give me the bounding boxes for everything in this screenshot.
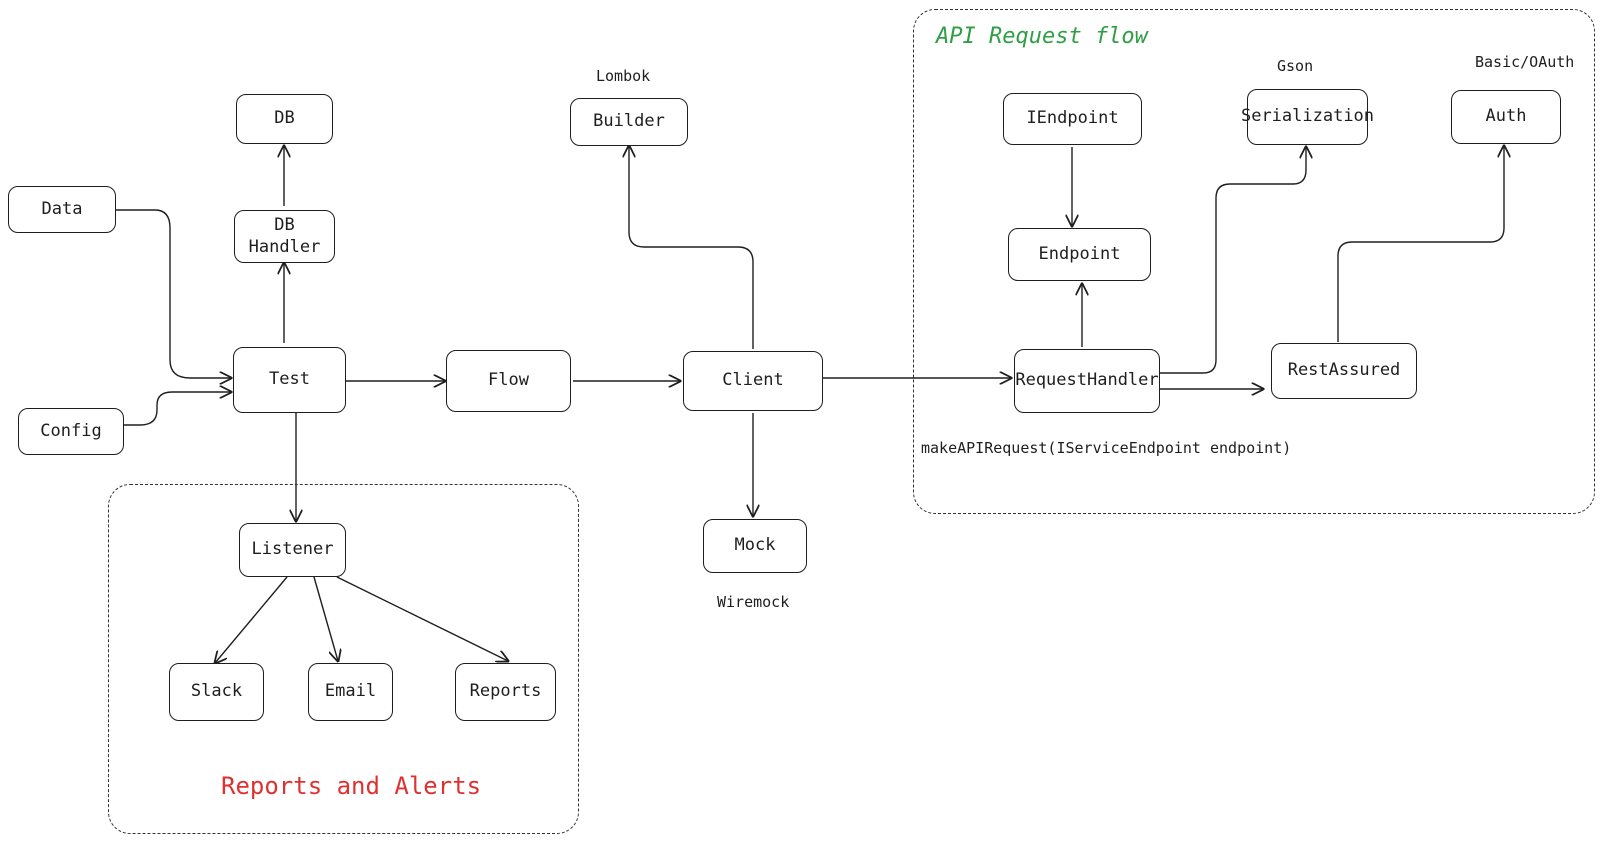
node-reports[interactable]: Reports <box>455 663 556 721</box>
node-client[interactable]: Client <box>683 351 823 411</box>
arrow-data-to-test <box>116 209 231 378</box>
reports-and-alerts-group <box>108 484 579 834</box>
node-slack[interactable]: Slack <box>169 663 264 721</box>
node-mock[interactable]: Mock <box>703 519 807 573</box>
annotation-make-api-request: makeAPIRequest(IServiceEndpoint endpoint… <box>921 439 1292 457</box>
node-serialization[interactable]: Serialization <box>1241 89 1374 145</box>
arrow-config-to-test <box>124 392 231 426</box>
node-test[interactable]: Test <box>233 347 346 413</box>
node-builder[interactable]: Builder <box>570 98 688 146</box>
annotation-wiremock: Wiremock <box>717 593 790 611</box>
node-restassured[interactable]: RestAssured <box>1271 343 1417 399</box>
node-flow[interactable]: Flow <box>446 350 571 412</box>
node-listener[interactable]: Listener <box>239 523 346 577</box>
node-auth[interactable]: Auth <box>1451 90 1561 144</box>
api-request-flow-group <box>913 9 1595 514</box>
node-config[interactable]: Config <box>18 408 124 455</box>
arrow-requesthandler-to-serialization <box>1160 147 1306 374</box>
node-iendpoint[interactable]: IEndpoint <box>1003 93 1142 145</box>
arrow-client-to-builder <box>629 146 754 349</box>
arrow-restassured-to-auth <box>1337 146 1504 342</box>
node-endpoint[interactable]: Endpoint <box>1008 228 1151 281</box>
node-db[interactable]: DB <box>236 94 333 144</box>
annotation-basic-oauth: Basic/OAuth <box>1475 53 1575 71</box>
node-email[interactable]: Email <box>308 663 393 721</box>
arrow-listener-to-slack <box>215 576 288 663</box>
node-db-handler[interactable]: DB Handler <box>234 210 335 263</box>
reports-and-alerts-title: Reports and Alerts <box>221 772 482 800</box>
node-requesthandler[interactable]: RequestHandler <box>1014 349 1160 413</box>
api-request-flow-title: API Request flow <box>936 24 1148 49</box>
arrow-listener-to-reports <box>336 576 508 661</box>
annotation-gson: Gson <box>1277 57 1314 75</box>
node-data[interactable]: Data <box>8 186 116 233</box>
arrow-listener-to-email <box>313 576 338 661</box>
annotation-lombok: Lombok <box>596 67 651 85</box>
